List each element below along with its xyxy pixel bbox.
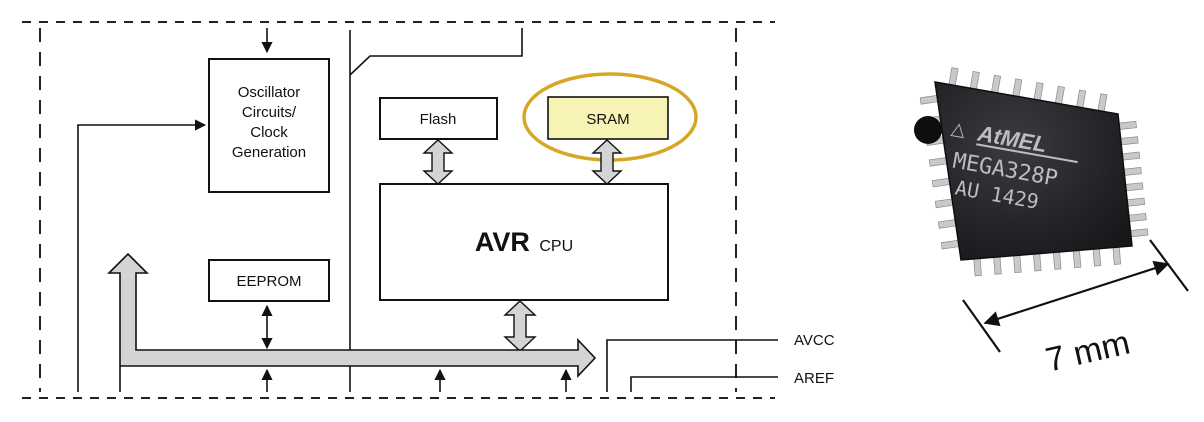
chip-pin [934, 198, 954, 209]
flash-block: Flash [379, 97, 498, 140]
chip-pin [1123, 166, 1142, 176]
avr-cpu-block: AVR CPU [379, 183, 669, 301]
chip-pin [1121, 151, 1141, 161]
chip-pin [993, 256, 1002, 275]
chip-triangle-icon: △ [950, 118, 967, 140]
bus-taps [261, 304, 572, 392]
aref-label: AREF [794, 370, 834, 387]
chip-pin [1092, 248, 1102, 267]
chip-pin [1112, 246, 1122, 265]
chip-photo: △ AtMEL MEGA328P AU 1429 7 mm [914, 67, 1189, 380]
chip-pin [937, 219, 957, 229]
chip-pin [1118, 120, 1137, 130]
chip-pin [991, 74, 1002, 94]
chip-pin [973, 258, 982, 277]
eeprom-block: EEPROM [208, 259, 330, 302]
oscillator-block: Oscillator Circuits/ Clock Generation [208, 58, 330, 193]
chip-pin [1125, 182, 1144, 192]
aref-pin: AREF [630, 370, 834, 392]
chip-pin [1129, 228, 1149, 238]
oscillator-label-line-4: Generation [232, 144, 306, 161]
avcc-label: AVCC [794, 332, 835, 349]
avcc-pin: AVCC [606, 332, 835, 392]
flash-label: Flash [420, 111, 457, 128]
dimension-indicator [962, 239, 1189, 353]
oscillator-label-line-3: Clock [250, 124, 288, 141]
chip-pin [948, 67, 959, 86]
chip-pin [1032, 253, 1042, 272]
avr-cpu-suffix: CPU [539, 238, 573, 255]
chip-pin [928, 157, 948, 167]
data-bus [107, 252, 597, 392]
chip-pin [1126, 197, 1146, 207]
chip-pin [1054, 85, 1065, 105]
chip-pin [1072, 249, 1082, 269]
chip-pin [1013, 254, 1022, 274]
dimension-label: 7 mm [1042, 323, 1133, 379]
chip-pin [1120, 136, 1139, 146]
chip-pin [940, 239, 960, 250]
chip-pin [1097, 93, 1108, 112]
chip-pin [1076, 89, 1087, 109]
chip-pin [1128, 213, 1147, 222]
chip-body [934, 81, 1133, 261]
routing-lines [77, 28, 523, 392]
oscillator-label-line-1: Oscillator [238, 84, 301, 101]
chip-pin [1052, 251, 1062, 270]
chip-pin [969, 70, 980, 90]
oscillator-label-line-2: Circuits/ [242, 104, 297, 121]
chip-pin [931, 177, 951, 188]
chip-brand-underline-icon [976, 143, 1078, 164]
flash-cpu-arrow [422, 139, 454, 185]
svg-text:AVR CPU: AVR CPU [475, 227, 573, 257]
dashed-frame [22, 21, 775, 399]
chip-pin [919, 94, 939, 105]
pin1-dot [914, 116, 942, 144]
sram-cpu-arrow [591, 139, 623, 185]
eeprom-label: EEPROM [236, 273, 301, 290]
cpu-bus-arrow [503, 300, 537, 352]
block-diagram: Oscillator Circuits/ Clock Generation Fl… [22, 21, 835, 399]
sram-label: SRAM [586, 111, 629, 128]
chip-pin [1033, 82, 1044, 101]
avr-cpu-label: AVR [475, 227, 530, 257]
chip-pin [1012, 78, 1023, 98]
